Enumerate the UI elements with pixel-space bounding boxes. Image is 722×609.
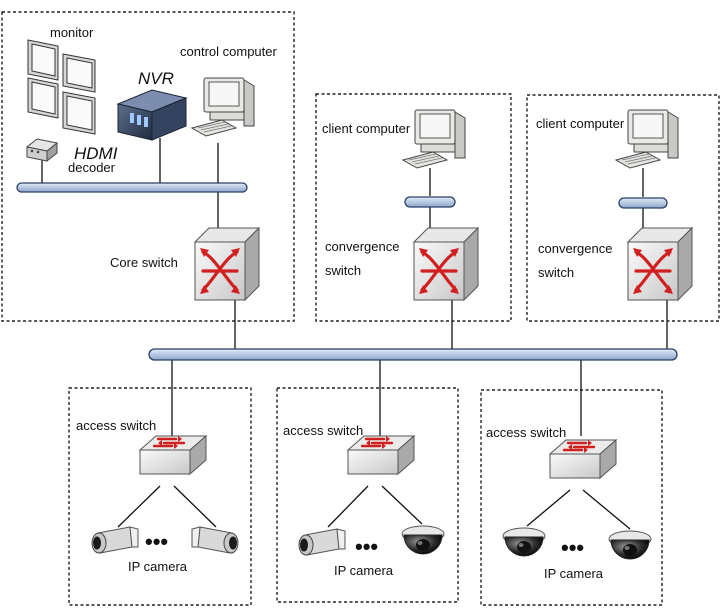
client-bus-2	[618, 197, 668, 209]
dome-camera-icon	[608, 530, 652, 560]
bullet-camera-icon	[191, 526, 239, 554]
nvr-device	[116, 89, 188, 141]
control-computer-icon	[191, 77, 255, 137]
control-computer-label: control computer	[180, 44, 277, 59]
access-switch-label: access switch	[283, 423, 363, 438]
access-switch-icon	[548, 438, 618, 480]
access-switch-label: access switch	[76, 418, 156, 433]
access-switch-label: access switch	[486, 425, 566, 440]
monitor-label: monitor	[50, 25, 94, 40]
dome-camera-icon	[401, 525, 445, 555]
convergence-switch-label: convergence	[325, 239, 399, 254]
hdmi-decoder-device	[25, 138, 59, 163]
decoder-label: decoder	[68, 160, 116, 175]
convergence-switch-icon	[626, 226, 694, 302]
connection-lines	[41, 138, 668, 530]
ip-camera-label: IP camera	[544, 566, 604, 581]
dome-camera-icon	[502, 527, 546, 557]
client-computer-icon	[402, 109, 466, 169]
convergence-switch-label-2: switch	[538, 265, 574, 280]
core-bus	[16, 182, 248, 193]
access-area-box-2	[276, 387, 459, 603]
client-computer-label: client computer	[322, 121, 411, 136]
client-computer-icon	[615, 109, 679, 169]
ellipsis: •••	[355, 534, 378, 559]
bullet-camera-icon	[91, 526, 139, 554]
ip-camera-label: IP camera	[334, 563, 394, 578]
access-area-box-3	[480, 389, 663, 606]
access-switch-icon	[138, 434, 208, 476]
access-switch-icon	[346, 434, 416, 476]
convergence-switch-icon	[412, 226, 480, 302]
ellipsis: •••	[561, 535, 584, 560]
convergence-switch-label-2: switch	[325, 263, 361, 278]
ellipsis: •••	[145, 529, 168, 554]
core-switch-icon	[193, 226, 261, 302]
nvr-label: NVR	[138, 69, 174, 88]
core-switch-label: Core switch	[110, 255, 178, 270]
monitor-wall	[27, 39, 96, 135]
main-bus	[148, 348, 678, 361]
access-area-box-1	[68, 387, 252, 606]
bullet-camera-icon	[298, 528, 346, 556]
client-bus-1	[404, 196, 456, 208]
convergence-switch-label: convergence	[538, 241, 612, 256]
client-area-box-1	[315, 93, 512, 322]
client-area-box-2	[526, 94, 720, 322]
hdmi-label: HDMI	[74, 144, 118, 163]
client-computer-label: client computer	[536, 116, 625, 131]
ip-camera-label: IP camera	[128, 559, 188, 574]
core-area-box	[1, 11, 295, 322]
